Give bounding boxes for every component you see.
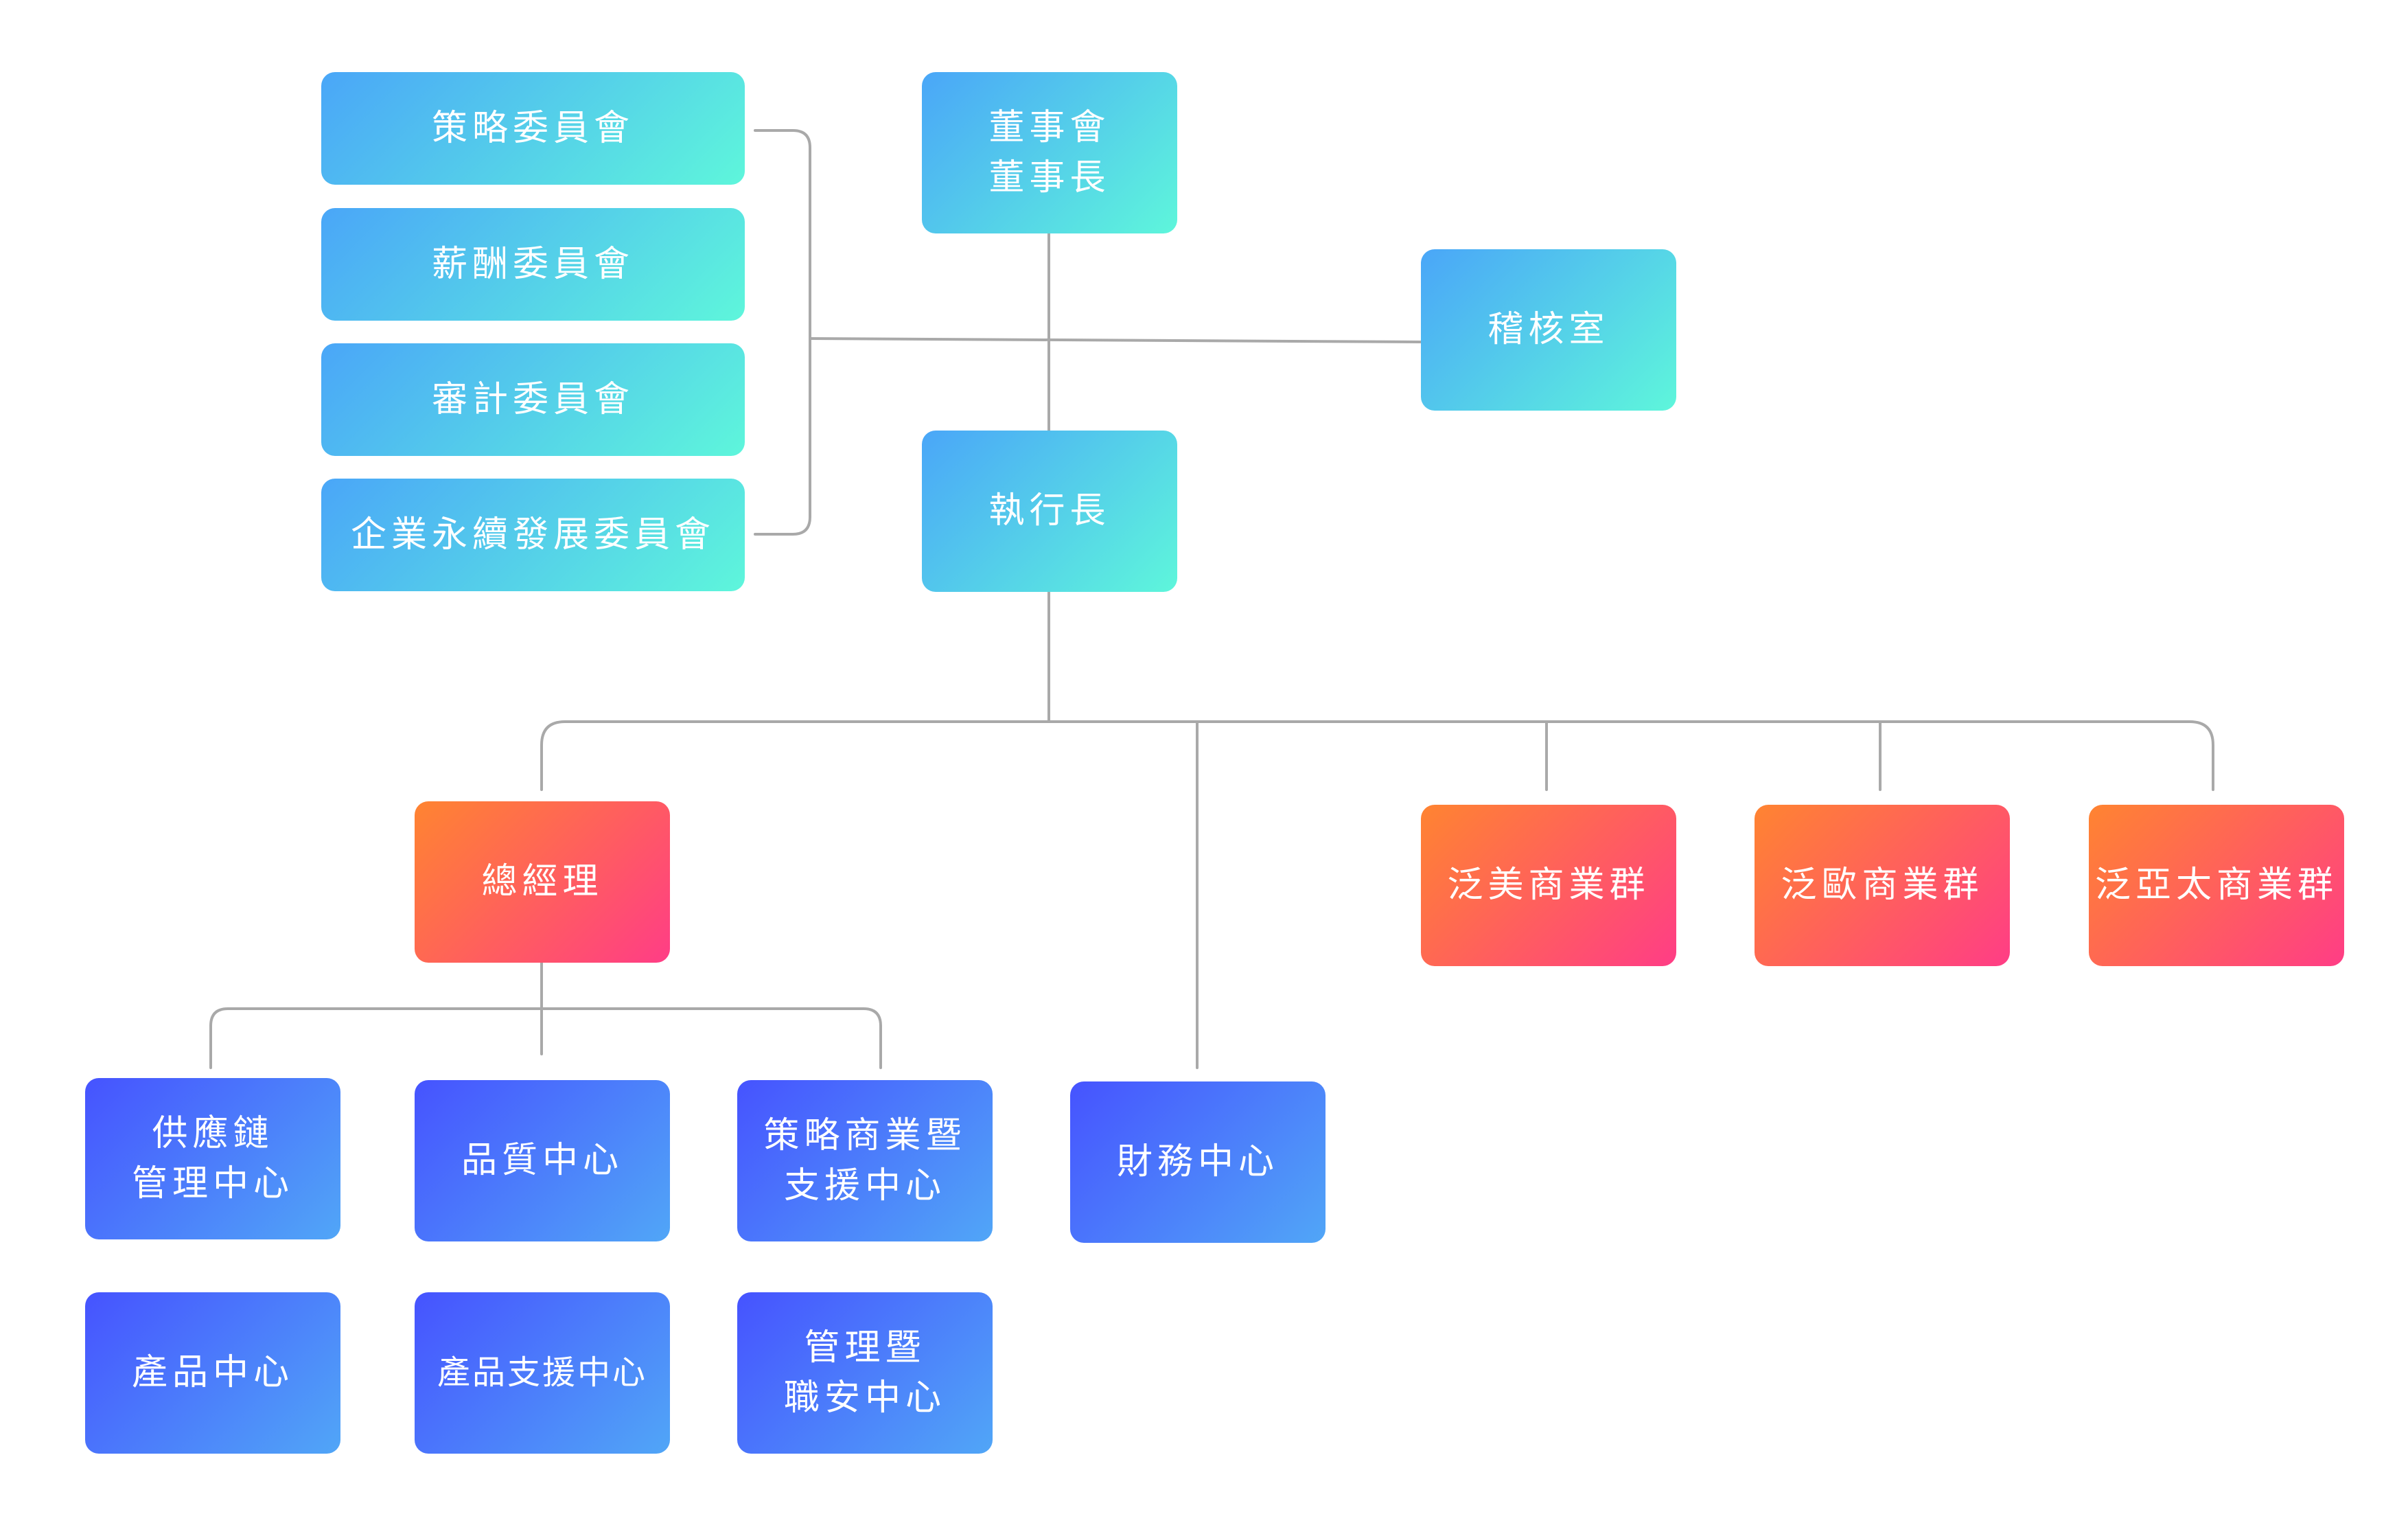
board-box: 董事會 董事長 [922,72,1177,233]
compensation-committee-label: 薪酬委員會 [431,243,634,285]
finance-center-box: 財務中心 [1070,1081,1325,1243]
management-safety-center-line1: 管理暨 [804,1327,926,1369]
general-manager-box: 總經理 [415,801,670,963]
quality-center-box: 品質中心 [415,1080,670,1241]
quality-center-label: 品質中心 [461,1140,623,1182]
supply-chain-center-box: 供應鏈 管理中心 [85,1078,340,1239]
product-center-label: 產品中心 [131,1352,294,1394]
europe-group-label: 泛歐商業群 [1781,864,1984,906]
strategic-business-center-line1: 策略商業暨 [763,1114,966,1156]
product-center-box: 產品中心 [85,1292,340,1454]
management-safety-center-line2: 職安中心 [783,1377,946,1419]
ceo-box: 執行長 [922,431,1177,592]
audit-office-label: 稽核室 [1487,309,1610,351]
ceo-label: 執行長 [988,490,1111,532]
finance-center-label: 財務中心 [1116,1141,1279,1183]
supply-chain-center-line2: 管理中心 [131,1163,294,1204]
strategy-committee-box: 策略委員會 [321,72,745,185]
audit-committee-label: 審計委員會 [431,378,634,420]
supply-chain-center-line1: 供應鏈 [152,1112,274,1154]
chairman-label: 董事長 [988,157,1111,198]
europe-group-box: 泛歐商業群 [1755,805,2010,966]
compensation-committee-box: 薪酬委員會 [321,208,745,321]
gm-bus-line [209,1007,882,1069]
general-manager-label: 總經理 [481,861,603,903]
strategic-business-center-box: 策略商業暨 支援中心 [737,1080,993,1241]
apac-group-box: 泛亞太商業群 [2089,805,2344,966]
americas-group-label: 泛美商業群 [1447,864,1650,906]
americas-group-box: 泛美商業群 [1421,805,1676,966]
committee-audit-line [809,337,1422,343]
strategy-committee-label: 策略委員會 [431,107,634,149]
audit-office-box: 稽核室 [1421,249,1676,411]
strategic-business-center-line2: 支援中心 [783,1165,946,1206]
board-label: 董事會 [988,106,1111,148]
sustainability-committee-label: 企業永續發展委員會 [350,514,715,556]
product-support-center-label: 產品支援中心 [437,1353,647,1392]
sustainability-committee-box: 企業永續發展委員會 [321,479,745,591]
management-safety-center-box: 管理暨 職安中心 [737,1292,993,1454]
audit-committee-box: 審計委員會 [321,343,745,456]
product-support-center-box: 產品支援中心 [415,1292,670,1454]
apac-group-label: 泛亞太商業群 [2094,864,2338,906]
main-bus-line [540,720,2214,791]
committee-bracket-line [754,129,811,536]
